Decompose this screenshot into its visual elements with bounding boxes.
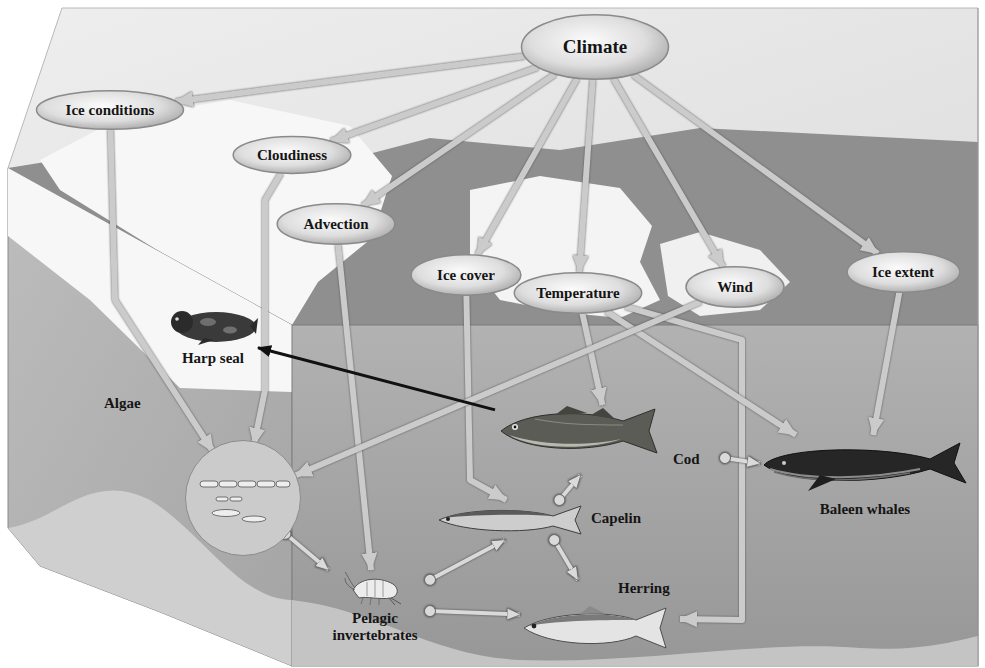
organism-label: Cod — [673, 451, 700, 468]
ellipse-outline — [411, 255, 521, 295]
organism-label: Harp seal — [168, 350, 258, 367]
algae-circle: Algae — [185, 440, 301, 556]
ellipse-outline — [277, 204, 395, 244]
factor-label: Ice extent — [872, 264, 934, 281]
organism-node: Baleen whales — [760, 435, 970, 525]
influence-arrow — [363, 74, 555, 206]
organism-node: Herring — [520, 580, 680, 655]
feeding-arrow — [430, 540, 505, 580]
whale-picture — [760, 435, 970, 493]
influence-arrow — [582, 313, 602, 405]
shrimp-picture — [345, 570, 405, 606]
influence-arrow — [295, 302, 701, 476]
feeding-arrow — [430, 611, 520, 614]
feeding-arrow — [559, 475, 580, 500]
ellipse-outline — [522, 15, 669, 79]
cod-picture — [495, 405, 663, 457]
organism-label: Algae — [104, 395, 141, 412]
organism-node: Cod — [495, 405, 725, 475]
ellipse-outline — [514, 273, 641, 313]
organism-label: Pelagic invertebrates — [320, 610, 430, 643]
predation-arrow — [258, 348, 495, 410]
factor-label: Cloudiness — [257, 147, 327, 164]
factor-ellipse: Temperature — [513, 271, 643, 315]
sea-floor-front — [292, 600, 978, 666]
organism-node: Pelagic invertebrates — [320, 570, 430, 648]
block-left-face — [8, 168, 292, 666]
feeding-arrow — [286, 534, 329, 570]
block-front-face — [292, 325, 978, 666]
ellipse-outline — [847, 252, 960, 292]
influence-arrow — [579, 80, 592, 273]
factor-ellipse: Ice cover — [410, 253, 522, 297]
herring-picture — [520, 606, 670, 652]
feeding-arrow — [554, 540, 578, 580]
factor-label: Climate — [563, 37, 627, 58]
sea-ice — [660, 232, 790, 316]
sea-ice — [470, 176, 660, 318]
factor-ellipse: Cloudiness — [232, 135, 352, 175]
seal-picture — [168, 300, 258, 345]
ellipse-outline — [37, 91, 184, 130]
feeding-arrow — [725, 458, 760, 464]
organism-node: Capelin — [435, 500, 650, 540]
factor-label: Wind — [717, 279, 753, 296]
influence-arrow — [176, 56, 525, 101]
organism-node: Harp seal — [168, 300, 258, 372]
factor-label: Ice conditions — [66, 102, 155, 119]
ellipse-outline — [686, 267, 784, 307]
influence-arrow — [338, 244, 371, 570]
influence-arrow — [626, 307, 743, 620]
influence-arrow — [633, 75, 878, 254]
influence-arrow — [477, 79, 577, 255]
factor-ellipse: Wind — [685, 265, 785, 309]
influence-arrow — [613, 79, 723, 268]
algae-picture — [186, 441, 302, 557]
factor-ellipse: Ice conditions — [35, 89, 185, 131]
influence-arrow — [254, 173, 281, 445]
organism-label: Capelin — [591, 510, 641, 527]
factor-label: Ice cover — [437, 267, 495, 284]
block-edge — [978, 8, 979, 666]
factor-label: Temperature — [536, 285, 619, 302]
influence-arrow — [873, 292, 899, 435]
capelin-picture — [435, 502, 585, 538]
organism-label: Baleen whales — [760, 501, 970, 518]
factor-ellipse: Advection — [276, 202, 396, 246]
climate-ellipse: Climate — [520, 12, 670, 82]
factor-ellipse: Ice extent — [846, 250, 961, 294]
sea-floor-side — [8, 491, 292, 666]
organism-label: Herring — [618, 580, 670, 597]
factor-label: Advection — [304, 216, 369, 233]
ellipse-outline — [233, 137, 351, 174]
